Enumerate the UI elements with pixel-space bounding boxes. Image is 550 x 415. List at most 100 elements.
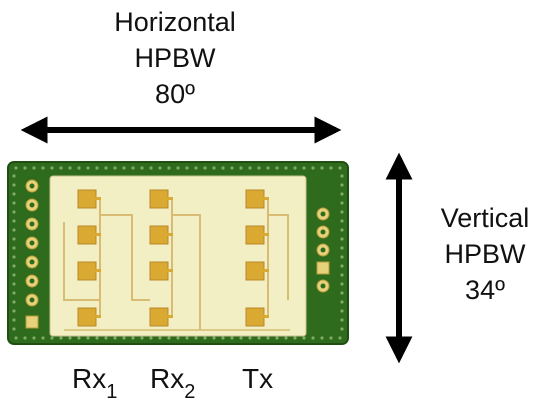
feed-line (63, 222, 100, 301)
pin-hole-center (29, 183, 35, 189)
pad-stub (263, 269, 269, 272)
via-dot (284, 336, 288, 340)
via-dot (230, 336, 234, 340)
via-dot (340, 309, 344, 313)
via-dot (340, 327, 344, 331)
via-dot (340, 255, 344, 259)
pad-stub (263, 315, 269, 318)
via-dot (23, 336, 27, 340)
via-dot (194, 166, 198, 170)
feed-line (172, 214, 201, 330)
pad-stub (167, 233, 173, 236)
pin-hole-center (29, 259, 35, 265)
via-dot (23, 166, 27, 170)
rx1-label-base: Rx (72, 363, 107, 394)
via-dot (50, 336, 54, 340)
via-dot (340, 201, 344, 205)
via-dot (340, 228, 344, 232)
via-dot (104, 336, 108, 340)
patch-pad (77, 307, 97, 327)
via-dot (340, 210, 344, 214)
feed-traces (63, 198, 290, 331)
via-dot (293, 336, 297, 340)
via-dot (320, 166, 324, 170)
vertical-hpbw-label: Vertical HPBW 34º (420, 200, 550, 308)
patch-pad (149, 307, 169, 327)
via-dot (266, 166, 270, 170)
via-dot (86, 166, 90, 170)
pin-hole-center (320, 211, 326, 217)
via-dot (12, 183, 16, 187)
patch-pad (77, 225, 97, 245)
via-dot (12, 174, 16, 178)
pin-hole-center (29, 202, 35, 208)
via-dot (131, 336, 135, 340)
rx2-label-base: Rx (150, 363, 185, 394)
via-dot (203, 166, 207, 170)
via-dot (302, 336, 306, 340)
vertical-label-line-2: HPBW (444, 239, 526, 269)
patch-pad (149, 189, 169, 209)
via-dot (12, 282, 16, 286)
pin-hole-center (29, 297, 35, 303)
via-dot (104, 166, 108, 170)
via-dot (12, 273, 16, 277)
via-dot (68, 166, 72, 170)
rx2-label: Rx2 (150, 362, 195, 409)
horizontal-label-line-1: Horizontal (114, 7, 236, 37)
patch-pad (245, 307, 265, 327)
via-dot (176, 166, 180, 170)
via-dot (340, 264, 344, 268)
via-dot (329, 336, 333, 340)
via-dot (12, 309, 16, 313)
via-dot (59, 336, 63, 340)
via-dot (293, 166, 297, 170)
via-dot (340, 318, 344, 322)
right-pin-column (316, 207, 330, 293)
pin-hole-center (320, 283, 326, 289)
patch-pad (245, 261, 265, 281)
via-dot (12, 210, 16, 214)
pin-hole-center (320, 247, 326, 253)
via-dot (14, 166, 18, 170)
feed-line (268, 214, 289, 300)
via-dot (340, 192, 344, 196)
via-dot (167, 166, 171, 170)
left-pin-column (25, 179, 39, 329)
via-dot (194, 336, 198, 340)
via-dot (158, 166, 162, 170)
via-dot (248, 336, 252, 340)
via-dot (340, 237, 344, 241)
patch-pad (77, 189, 97, 209)
via-dot (59, 166, 63, 170)
via-dot (86, 336, 90, 340)
tx-label-base: Tx (242, 363, 274, 394)
via-dot (338, 336, 342, 340)
via-dot (149, 336, 153, 340)
via-dot (12, 237, 16, 241)
via-dot (338, 166, 342, 170)
via-dot (77, 166, 81, 170)
via-dot (12, 255, 16, 259)
via-dot (221, 336, 225, 340)
via-dot (140, 336, 144, 340)
square-pad (316, 261, 330, 275)
via-dot (311, 336, 315, 340)
via-dot (12, 246, 16, 250)
via-dot (95, 336, 99, 340)
pad-stub (95, 197, 101, 200)
via-dot (41, 336, 45, 340)
via-dot (239, 166, 243, 170)
pad-stub (167, 197, 173, 200)
via-dot (275, 336, 279, 340)
via-dot (12, 300, 16, 304)
via-dot (185, 166, 189, 170)
pad-stub (167, 269, 173, 272)
via-dot (14, 336, 18, 340)
via-dot (302, 166, 306, 170)
via-dot (32, 166, 36, 170)
via-dot (77, 336, 81, 340)
via-dot (212, 166, 216, 170)
